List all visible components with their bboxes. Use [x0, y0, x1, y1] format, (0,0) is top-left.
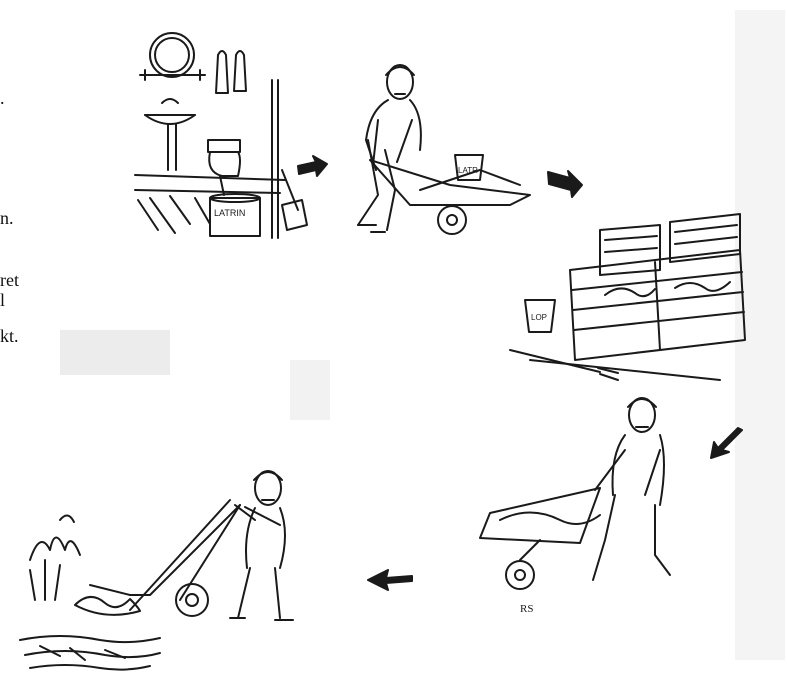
- arrow-right-icon: [298, 156, 327, 176]
- garden-dumping-scene: [20, 471, 293, 670]
- artist-signature: RS: [520, 603, 533, 615]
- arrow-left-icon: [368, 570, 412, 590]
- wheelbarrow-bucket-label: LATR: [458, 166, 478, 175]
- toilet-bucket-label: LATRIN: [214, 208, 245, 218]
- man-with-wheelbarrow-scene-2: RS: [480, 398, 670, 615]
- compost-bucket-label: LOP: [531, 313, 547, 322]
- compost-bin-scene: LOP: [510, 214, 745, 380]
- bathroom-scene: LATRIN: [135, 33, 307, 238]
- arrow-down-right-icon: [548, 171, 582, 197]
- man-with-wheelbarrow-scene-1: LATR: [358, 65, 530, 234]
